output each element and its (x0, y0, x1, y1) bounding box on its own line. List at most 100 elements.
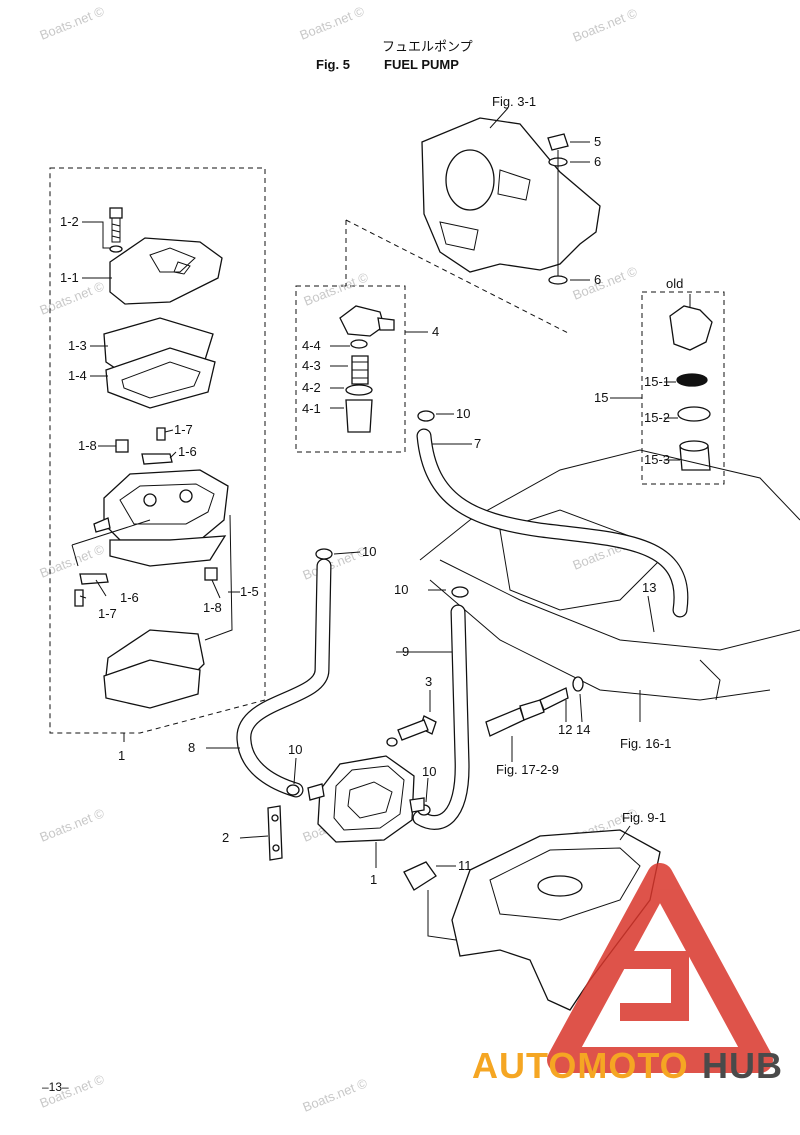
fuel-pump-assembly: 1 2 11 (222, 755, 472, 941)
watermark: Boats.net © (571, 263, 640, 303)
filter-cup-icon (345, 399, 373, 433)
group-outline (295, 285, 406, 453)
hose-clamp-icon (403, 861, 437, 891)
fuel-connector-group: old 15 15-1 15-2 15-3 (594, 276, 725, 485)
callout-10: 10 (456, 406, 470, 421)
callout-3: 3 (425, 674, 432, 689)
plug-icon (204, 567, 218, 581)
callout-13: 13 (642, 580, 656, 595)
leader-line (239, 835, 269, 839)
mounting-line (345, 219, 571, 335)
watermark: Boats.net © (301, 1075, 370, 1115)
o-ring-icon (345, 384, 373, 396)
plug-icon (115, 439, 129, 453)
clip-icon (417, 410, 435, 422)
cowling-outline-icon (419, 449, 800, 701)
screw-head-icon (109, 207, 123, 219)
port-icon (179, 489, 193, 503)
watermark: Boats.net © (301, 543, 370, 583)
callout-4-1: 4-1 (302, 401, 321, 416)
bracket-detail-icon (439, 169, 531, 251)
screw-icon (74, 589, 84, 607)
title-japanese: フュエルポンプ (382, 39, 473, 54)
group-outline (641, 291, 725, 485)
pump-cover-detail-icon (149, 247, 196, 275)
filter-mesh-icon (352, 361, 368, 379)
lower-housing-group: Fig. 9-1 (451, 810, 666, 1011)
hose-clips: 10 7 10 10 9 8 10 10 (188, 406, 481, 816)
leader-line (647, 595, 655, 633)
gasket-icon (105, 347, 216, 409)
washer-icon (386, 737, 398, 747)
hole-icon (272, 844, 280, 852)
callout-2: 2 (222, 830, 229, 845)
callout-1-pump: 1 (370, 872, 377, 887)
pump-nipple-icon (307, 783, 325, 801)
automotohub-logo (547, 863, 773, 1073)
callout-1-8: 1-8 (78, 438, 97, 453)
pump-nipple-icon (409, 797, 425, 813)
bolt-shank-icon (397, 719, 429, 741)
pump-body-icon (103, 469, 229, 541)
clip-icon (451, 586, 469, 598)
callout-1-5: 1-5 (240, 584, 259, 599)
o-ring-icon (676, 373, 708, 387)
callout-10: 10 (288, 742, 302, 757)
callout-4-3: 4-3 (302, 358, 321, 373)
logo-triangle-icon (547, 863, 773, 1073)
group-outline (49, 167, 266, 734)
callout-4-4: 4-4 (302, 338, 321, 353)
connector-cap-top-icon (679, 440, 709, 452)
leader-lines (293, 413, 454, 803)
label-old: old (666, 276, 683, 291)
callout-1-4: 1-4 (68, 368, 87, 383)
watermark: Boats.net © (298, 3, 367, 43)
callout-9: 9 (402, 644, 409, 659)
fuel-hose-7-fill (417, 429, 688, 617)
watermark: Boats.net © (571, 5, 640, 45)
check-valve-icon (141, 453, 173, 465)
callout-6: 6 (594, 154, 601, 169)
callout-15-1: 15-1 (644, 374, 670, 389)
check-valve-icon (79, 573, 109, 585)
ref-fig-9-1: Fig. 9-1 (622, 810, 666, 825)
cowling-detail-icon (499, 509, 661, 611)
gasket-inner-icon (121, 361, 201, 399)
callout-1-2: 1-2 (60, 214, 79, 229)
filter-fitting-icon (377, 317, 395, 331)
leader-line (619, 825, 631, 841)
pump-base-icon (109, 535, 227, 567)
callout-4-2: 4-2 (302, 380, 321, 395)
nipple-icon (93, 517, 111, 533)
callout-1-7: 1-7 (174, 422, 193, 437)
ref-fig-16-1: Fig. 16-1 (620, 736, 671, 751)
housing-ribs-icon (489, 847, 641, 921)
washer-icon (109, 245, 123, 253)
connector-head-icon (669, 305, 713, 351)
fuel-pump-face-icon (333, 765, 405, 831)
fuel-pump-detail-icon (347, 781, 393, 819)
watermark: Boats.net © (302, 269, 371, 309)
fitting-body-icon (485, 707, 525, 737)
leader-lines (427, 865, 457, 941)
callout-15: 15 (594, 390, 608, 405)
bolt-and-fitting-group: 3 Fig. 17-2-9 12 14 (386, 674, 590, 777)
housing-bore-icon (537, 875, 583, 897)
callout-1-7: 1-7 (98, 606, 117, 621)
hoses (236, 428, 689, 830)
leader-lines (639, 659, 721, 722)
callout-10: 10 (362, 544, 376, 559)
ref-fig-17-2-9: Fig. 17-2-9 (496, 762, 559, 777)
figure-title: FUEL PUMP (384, 57, 459, 72)
page-number: –13– (42, 1080, 69, 1094)
ref-fig-3-1: Fig. 3-1 (492, 94, 536, 109)
leader-lines (206, 443, 472, 749)
callout-8: 8 (188, 740, 195, 755)
pump-cover-icon (109, 237, 223, 305)
bracket-bore-icon (445, 149, 495, 211)
watermark: Boats.net © (38, 3, 107, 43)
fuel-hose-8-fill (237, 559, 331, 797)
seal-ring-icon (677, 406, 711, 422)
clip-icon (315, 548, 333, 560)
